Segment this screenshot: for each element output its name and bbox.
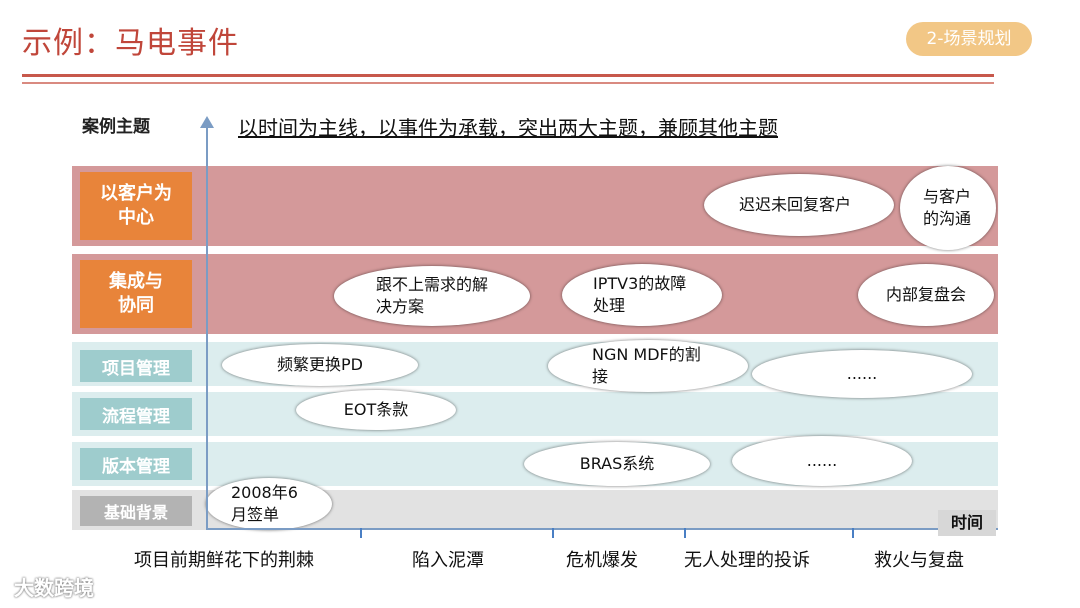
case-theme-label: 案例主题 xyxy=(82,117,150,137)
axis-arrow-icon xyxy=(200,116,214,128)
row-label-line: 中心 xyxy=(118,207,154,228)
event-text: 内部复盘会 xyxy=(886,285,967,304)
phase-label-early: 项目前期鲜花下的荆棘 xyxy=(134,550,314,571)
event-text: NGN MDF的割接 xyxy=(592,345,701,386)
page-title: 示例：马电事件 xyxy=(22,26,239,61)
row-label-integration: 集成与 协同 xyxy=(80,260,192,328)
row-label-line: 以客户为 xyxy=(100,183,172,204)
event-cloud-bras: BRAS系统 xyxy=(524,442,710,486)
time-axis-label: 时间 xyxy=(938,510,996,536)
event-cloud-ngn: NGN MDF的割接 xyxy=(548,340,748,392)
watermark: 大数跨境 xyxy=(14,576,94,600)
event-text: 迟迟未回复客户 xyxy=(739,195,852,214)
event-cloud-pd-change: 频繁更换PD xyxy=(222,344,418,386)
time-axis-horizontal xyxy=(206,528,998,530)
event-cloud-review: 内部复盘会 xyxy=(858,264,994,326)
axis-tick xyxy=(852,528,854,538)
row-label-version: 版本管理 xyxy=(80,448,192,480)
time-axis-vertical xyxy=(206,124,208,530)
row-band-process xyxy=(72,392,998,436)
header-divider-thin xyxy=(22,82,994,84)
event-cloud-communication: 与客户的沟通 xyxy=(900,166,996,250)
event-text: ...... xyxy=(846,364,878,383)
event-text: EOT条款 xyxy=(343,400,409,419)
row-band-integration xyxy=(72,254,998,334)
phase-label-stuck: 陷入泥潭 xyxy=(412,550,484,571)
row-label-line: 集成与 xyxy=(109,271,163,292)
section-badge: 2-场景规划 xyxy=(906,22,1032,56)
event-text: IPTV3的故障处理 xyxy=(593,274,687,315)
header-divider xyxy=(22,74,994,77)
event-cloud-signing: 2008年6月签单 xyxy=(206,478,332,530)
event-cloud-late-reply: 迟迟未回复客户 xyxy=(704,174,894,236)
event-cloud-iptv3: IPTV3的故障处理 xyxy=(562,264,722,326)
row-label-project: 项目管理 xyxy=(80,350,192,382)
row-label-line: 协同 xyxy=(118,295,154,316)
event-cloud-ellipsis-project: ...... xyxy=(752,350,972,398)
event-text: 跟不上需求的解决方案 xyxy=(376,275,489,316)
event-text: 频繁更换PD xyxy=(277,355,363,374)
axis-tick xyxy=(684,528,686,538)
event-text: 2008年6月签单 xyxy=(231,483,298,524)
event-cloud-ellipsis-version: ...... xyxy=(732,436,912,486)
event-text: BRAS系统 xyxy=(579,454,655,473)
event-text: ...... xyxy=(806,451,838,470)
phase-label-firefighting: 救火与复盘 xyxy=(874,550,964,571)
phase-label-complaints: 无人处理的投诉 xyxy=(684,550,810,571)
axis-tick xyxy=(552,528,554,538)
event-cloud-unmet-need: 跟不上需求的解决方案 xyxy=(334,266,530,326)
phase-label-crisis: 危机爆发 xyxy=(566,550,638,571)
event-cloud-eot: EOT条款 xyxy=(296,390,456,430)
row-label-customer-centric: 以客户为 中心 xyxy=(80,172,192,240)
row-label-process: 流程管理 xyxy=(80,398,192,430)
row-label-background: 基础背景 xyxy=(80,496,192,526)
axis-tick xyxy=(360,528,362,538)
theme-subtitle: 以时间为主线，以事件为承载，突出两大主题，兼顾其他主题 xyxy=(238,116,778,140)
event-text: 与客户的沟通 xyxy=(923,187,972,228)
